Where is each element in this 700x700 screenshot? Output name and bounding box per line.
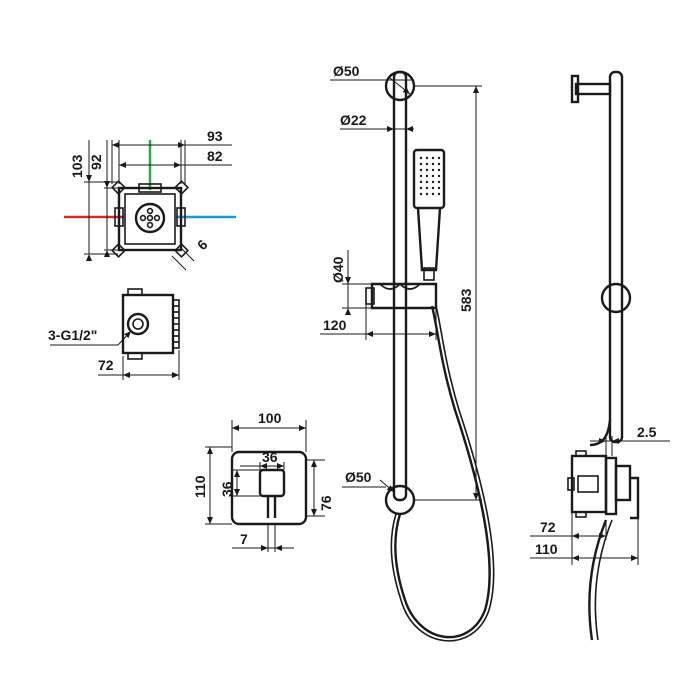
cartridge-hole: [146, 214, 154, 222]
dim-36h-label: 36: [262, 449, 278, 465]
side-slider: [600, 282, 632, 314]
valve-port-right: [176, 207, 186, 227]
spray-nozzles: [419, 156, 441, 196]
dim-110-label: 110: [192, 475, 208, 498]
inlet-thread-inner: [132, 318, 144, 330]
inlet-thread-outer: [126, 312, 150, 336]
shower-hose: [394, 305, 491, 639]
dim-36v-label: 36: [219, 481, 235, 497]
cartridge-hole: [146, 207, 154, 215]
dim-bottom-bracket-label: Ø50: [345, 469, 372, 485]
dim-top-bracket-label: Ø50: [333, 63, 360, 79]
thread-ribs: [172, 299, 180, 349]
dim-82-label: 82: [207, 148, 223, 164]
valve-top-view: 93 82 103 92 6: [64, 128, 236, 271]
dim-120-label: 120: [323, 317, 347, 333]
dim-72-label: 72: [98, 357, 114, 373]
valve-side-flange: [127, 288, 143, 296]
side-rail: [608, 70, 624, 444]
dim-103-label: 103: [69, 154, 85, 178]
mount-lug: [174, 243, 189, 258]
valve-side-flange: [127, 352, 143, 360]
dim-side-110-label: 110: [535, 541, 558, 557]
valve-body-inner: [124, 193, 176, 245]
cartridge-hole: [139, 214, 147, 222]
valve-side-view: 3-G1/2" 72: [48, 288, 180, 380]
valve-body-outer: [117, 186, 183, 252]
dim-rail-label: Ø22: [340, 112, 367, 128]
cartridge-hole: [153, 214, 161, 222]
dim-slider-label: Ø40: [330, 256, 346, 283]
cartridge-hole: [146, 221, 154, 229]
dim-6-label: 6: [194, 236, 211, 253]
side-top-arm: [574, 82, 612, 96]
valve-port-top: [138, 183, 162, 193]
thread-label: 3-G1/2": [48, 327, 97, 343]
dim-7-label: 7: [240, 531, 248, 547]
dim-76-label: 76: [318, 495, 334, 511]
side-valve-body: [570, 454, 608, 514]
cartridge-outer: [134, 202, 166, 234]
slide-rail: [392, 70, 408, 502]
dim-93-label: 93: [207, 128, 223, 144]
rail-side-view: 2.5 72 110: [530, 70, 670, 641]
dim-6-line: [171, 255, 187, 271]
side-plate: [604, 456, 618, 516]
dim-side-72-label: 72: [540, 519, 556, 535]
trim-plate-view: 100 36 110 36 76 7: [192, 410, 334, 552]
valve-port-left: [114, 207, 124, 227]
rail-front-view: Ø50 Ø22 Ø40 120 583 Ø50: [320, 63, 495, 642]
side-hose: [588, 519, 608, 641]
trim-plate: [230, 450, 308, 526]
mount-lug: [174, 180, 189, 195]
mount-lug: [111, 180, 126, 195]
handle-body: [258, 468, 286, 498]
dim-2-5-label: 2.5: [637, 424, 657, 440]
dim-92-label: 92: [88, 154, 104, 170]
dim-100-label: 100: [258, 410, 282, 426]
hand-shower: [412, 148, 446, 281]
dim-583-label: 583: [458, 288, 474, 312]
